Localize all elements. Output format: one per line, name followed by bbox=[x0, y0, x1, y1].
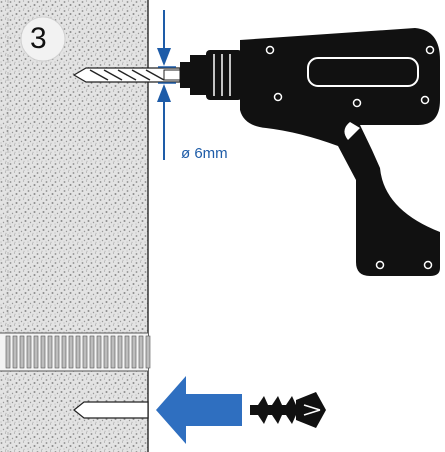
rib bbox=[75, 335, 81, 369]
rib bbox=[110, 335, 116, 369]
rib bbox=[19, 335, 25, 369]
rib bbox=[68, 335, 74, 369]
rib bbox=[96, 335, 102, 369]
rib bbox=[103, 335, 109, 369]
push-arrow-icon bbox=[156, 376, 242, 444]
rib bbox=[47, 335, 53, 369]
rib bbox=[5, 335, 11, 369]
rib bbox=[138, 335, 144, 369]
rib bbox=[54, 335, 60, 369]
rib bbox=[61, 335, 67, 369]
rib bbox=[124, 335, 130, 369]
dimension-arrow-icon bbox=[157, 10, 176, 160]
rib bbox=[117, 335, 123, 369]
drilled-hole bbox=[73, 401, 149, 419]
wall-plug-icon bbox=[250, 392, 326, 428]
rib bbox=[33, 335, 39, 369]
step-number: 3 bbox=[30, 22, 47, 55]
rib bbox=[89, 335, 95, 369]
step-badge bbox=[20, 16, 66, 62]
rib bbox=[131, 335, 137, 369]
rib bbox=[145, 335, 151, 369]
drill-bit-icon bbox=[72, 67, 181, 83]
rib bbox=[12, 335, 18, 369]
rib bbox=[40, 335, 46, 369]
diameter-label: ø 6mm bbox=[181, 145, 228, 162]
ribbed-band bbox=[0, 332, 151, 372]
drill-icon bbox=[180, 28, 440, 276]
rib bbox=[26, 335, 32, 369]
rib bbox=[82, 335, 88, 369]
